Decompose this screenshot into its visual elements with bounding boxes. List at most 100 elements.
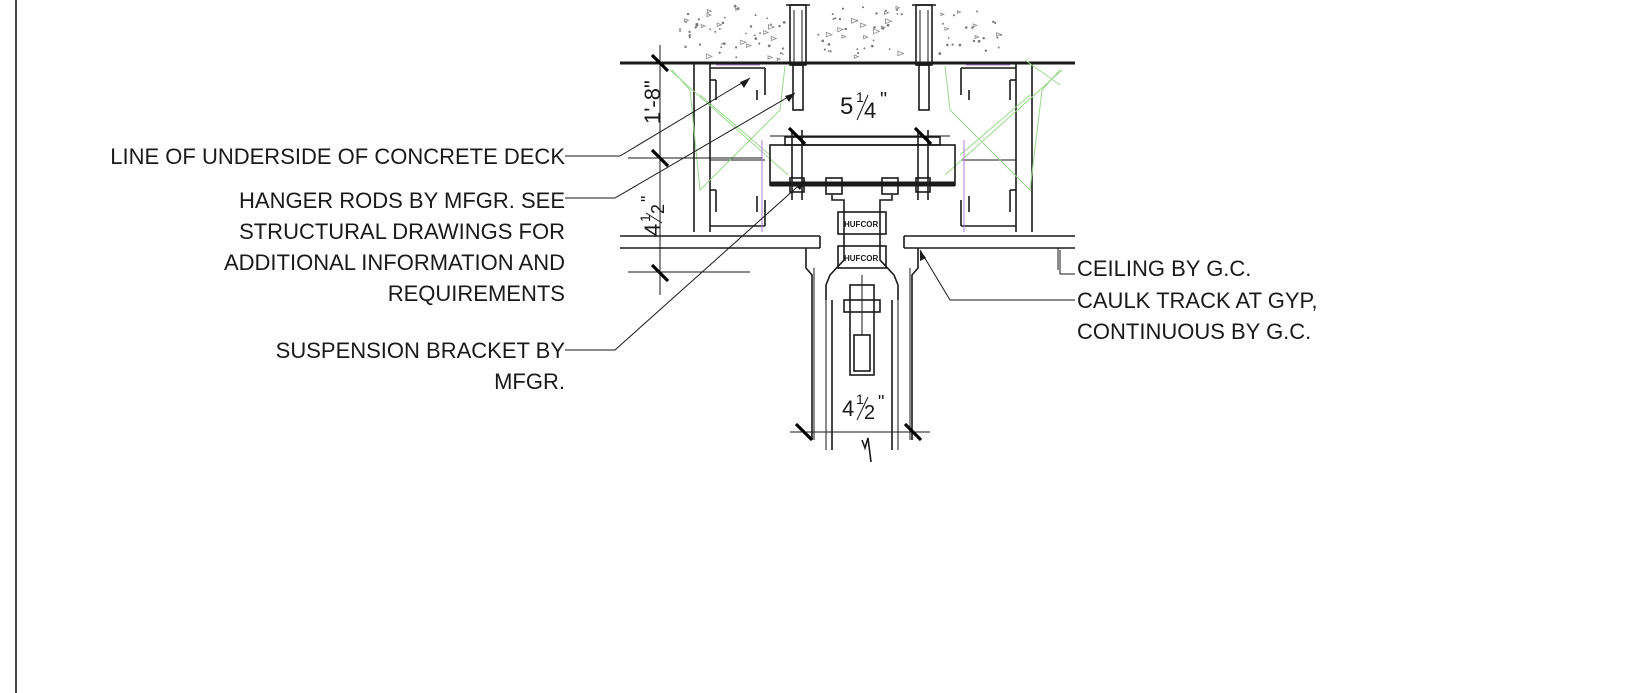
concrete-dot xyxy=(753,34,756,37)
concrete-dot xyxy=(958,43,962,47)
concrete-dot xyxy=(872,39,875,42)
svg-text:1: 1 xyxy=(856,391,864,407)
concrete-dot xyxy=(754,37,758,41)
concrete-aggregate-mark xyxy=(706,8,713,14)
concrete-dot xyxy=(782,20,786,24)
concrete-aggregate-mark xyxy=(851,17,859,24)
concrete-aggregate-mark xyxy=(740,39,747,45)
concrete-dot xyxy=(900,13,903,16)
concrete-dot xyxy=(779,52,782,55)
concrete-dot xyxy=(832,18,835,21)
concrete-aggregate-mark xyxy=(863,34,869,40)
concrete-dot xyxy=(718,51,721,54)
note-hanger-rods: HANGER RODS BY MFGR. SEE STRUCTURAL DRAW… xyxy=(224,188,565,306)
concrete-dot xyxy=(896,9,898,11)
concrete-dot xyxy=(767,44,771,48)
dimension-mid-label: 4 1 2 " xyxy=(637,196,668,236)
concrete-dot xyxy=(885,9,887,12)
svg-text:": " xyxy=(880,89,887,111)
caulk-track xyxy=(805,248,919,440)
concrete-dot xyxy=(821,39,825,43)
concrete-dot xyxy=(817,33,820,36)
concrete-dot xyxy=(770,23,773,26)
dimension-panel-width-label: 4 1 2 " xyxy=(842,391,884,424)
concrete-dot xyxy=(982,36,985,40)
leader-ceiling xyxy=(1059,250,1075,275)
concrete-aggregate-mark xyxy=(776,57,782,61)
concrete-aggregate-mark xyxy=(837,26,845,33)
note-caulk-track: CAULK TRACK AT GYP, CONTINUOUS BY G.C. xyxy=(1077,288,1317,344)
concrete-dot xyxy=(766,17,769,20)
concrete-dot xyxy=(984,49,988,52)
concrete-aggregate-mark xyxy=(884,10,890,15)
concrete-dot xyxy=(754,14,757,17)
svg-text:2: 2 xyxy=(864,402,875,424)
concrete-dot xyxy=(992,20,995,23)
dimension-top-label: 1'-8" xyxy=(640,80,665,124)
concrete-dot xyxy=(720,46,723,49)
concrete-aggregate-mark xyxy=(860,22,867,29)
leader-concrete-deck xyxy=(565,77,751,157)
track-logo-upper: HUFCOR xyxy=(844,220,878,229)
svg-text:": " xyxy=(638,196,658,202)
concrete-aggregate-mark xyxy=(684,18,690,23)
concrete-dot xyxy=(782,53,784,55)
steel-channel-right xyxy=(960,63,1033,232)
concrete-dot xyxy=(688,30,691,33)
dimension-panel-width xyxy=(790,422,930,442)
concrete-dot xyxy=(947,37,950,39)
svg-text:CONTINUOUS BY G.C.: CONTINUOUS BY G.C. xyxy=(1077,319,1311,344)
concrete-dot xyxy=(972,39,976,43)
concrete-dot xyxy=(688,34,691,37)
note-ceiling: CEILING BY G.C. xyxy=(1077,256,1251,281)
svg-text:1: 1 xyxy=(856,89,864,105)
concrete-dot xyxy=(888,48,891,50)
concrete-aggregate-mark xyxy=(716,22,723,28)
concrete-dot xyxy=(698,43,702,46)
concrete-dot xyxy=(721,21,725,25)
dimension-top-vertical xyxy=(628,45,762,295)
concrete-dot xyxy=(709,28,712,31)
svg-text:HANGER RODS BY MFGR. SEE: HANGER RODS BY MFGR. SEE xyxy=(239,188,565,213)
gypsum-ceiling xyxy=(620,235,1075,270)
svg-text:REQUIREMENTS: REQUIREMENTS xyxy=(388,281,565,306)
concrete-dot xyxy=(694,26,697,29)
concrete-aggregate-mark xyxy=(940,12,945,17)
concrete-dot xyxy=(714,30,717,33)
concrete-dot xyxy=(759,32,762,35)
note-concrete-deck: LINE OF UNDERSIDE OF CONCRETE DECK xyxy=(110,144,565,169)
concrete-aggregate-mark xyxy=(706,12,713,18)
concrete-dot xyxy=(838,17,842,21)
concrete-dot xyxy=(938,52,942,55)
svg-text:4: 4 xyxy=(640,224,665,236)
svg-text:STRUCTURAL DRAWINGS FOR: STRUCTURAL DRAWINGS FOR xyxy=(239,219,565,244)
concrete-dot xyxy=(873,26,876,29)
concrete-aggregate-mark xyxy=(972,23,978,28)
concrete-dot xyxy=(781,47,785,50)
concrete-aggregate-mark xyxy=(825,31,833,38)
concrete-dot xyxy=(722,42,726,46)
svg-text:5: 5 xyxy=(840,93,853,120)
svg-text:MFGR.: MFGR. xyxy=(494,369,565,394)
concrete-aggregate-mark xyxy=(944,26,950,31)
svg-text:CAULK TRACK AT GYP,: CAULK TRACK AT GYP, xyxy=(1077,288,1317,313)
concrete-dot xyxy=(834,17,837,20)
concrete-dot xyxy=(758,42,761,45)
partition-panel xyxy=(825,300,899,463)
svg-text:2: 2 xyxy=(648,204,668,214)
concrete-aggregate-mark xyxy=(872,28,881,35)
concrete-dot xyxy=(679,30,681,33)
concrete-dot xyxy=(684,45,687,49)
concrete-dot xyxy=(827,43,831,46)
hanger-rod-left xyxy=(786,4,810,200)
concrete-aggregate-mark xyxy=(974,34,980,39)
concrete-aggregate-mark xyxy=(735,7,740,11)
concrete-dot xyxy=(857,52,860,55)
concrete-dot xyxy=(697,18,700,21)
concrete-dot xyxy=(745,32,747,35)
concrete-dot xyxy=(946,43,949,47)
concrete-dot xyxy=(679,28,682,31)
concrete-aggregate-mark xyxy=(763,30,770,35)
dimension-rod-spacing xyxy=(770,126,950,146)
